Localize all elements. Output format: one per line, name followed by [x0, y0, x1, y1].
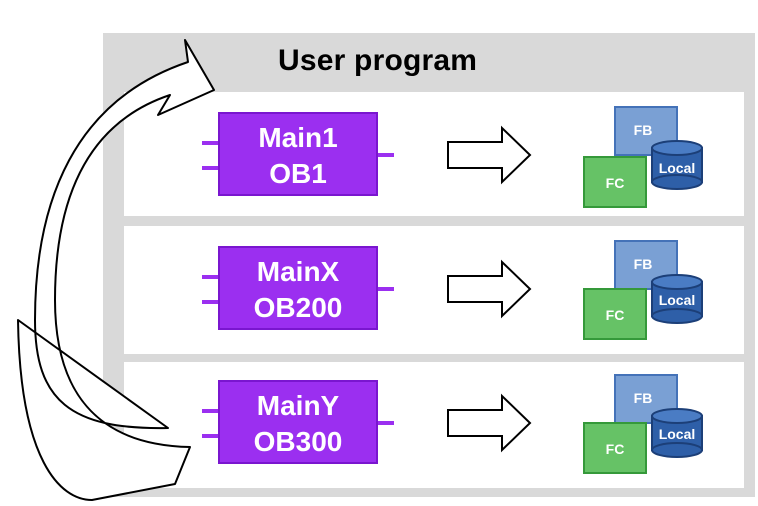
ob-pin [376, 421, 394, 425]
right-arrow-icon [447, 259, 532, 319]
ob-pin [202, 275, 220, 279]
ob-block-name: MainY [256, 390, 340, 421]
ob-block-main1: Main1 OB1 [218, 112, 378, 196]
ob-pin [202, 300, 220, 304]
ob-pin [202, 141, 220, 145]
right-arrow-icon [447, 393, 532, 453]
fc-icon: FC [583, 156, 647, 208]
ob-pin [202, 166, 220, 170]
ob-pin [376, 153, 394, 157]
ob-block-mainy: MainY OB300 [218, 380, 378, 464]
ob-pin [202, 409, 220, 413]
local-label: Local [658, 292, 696, 308]
ob-block-name: MainX [256, 256, 340, 287]
local-label: Local [658, 160, 696, 176]
ob-pin [376, 287, 394, 291]
fc-icon: FC [583, 288, 647, 340]
ob-block-mainx: MainX OB200 [218, 246, 378, 330]
ob-block-number: OB300 [253, 426, 343, 457]
ob-block-name: Main1 [258, 122, 338, 153]
right-arrow-icon [447, 125, 532, 185]
fc-icon: FC [583, 422, 647, 474]
ob-block-number: OB200 [253, 292, 343, 323]
ob-block-number: OB1 [269, 158, 327, 189]
ob-pin [202, 434, 220, 438]
local-label: Local [658, 426, 696, 442]
panel-title: User program [278, 44, 478, 77]
